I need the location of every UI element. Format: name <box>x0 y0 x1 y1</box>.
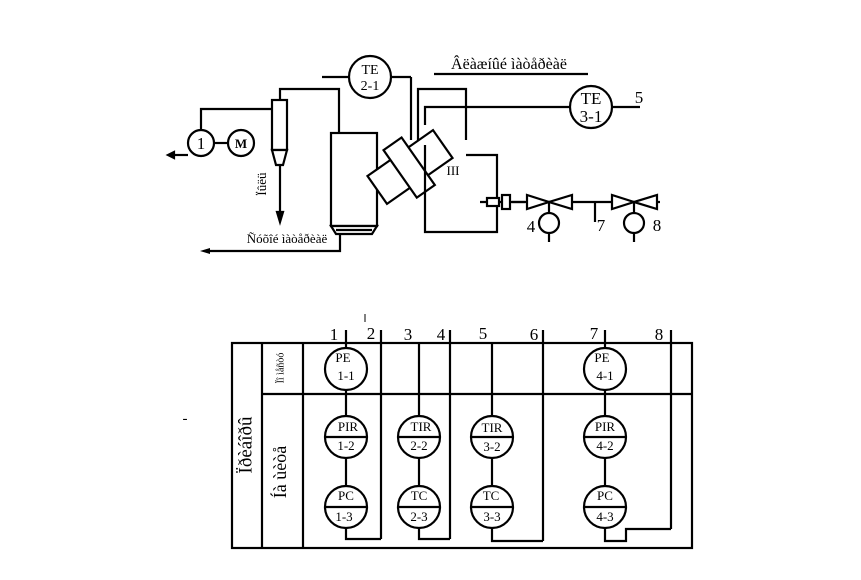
column-number-4: 4 <box>437 325 446 344</box>
te-3-1-tag: 3-1 <box>580 107 603 126</box>
tc-2-3-code: TC <box>411 488 428 503</box>
cyclone <box>270 98 289 226</box>
te-2-1-tag: 2-1 <box>361 79 380 94</box>
tc-3-3-tag: 3-3 <box>483 509 500 524</box>
pe-1-1-tag: 1-1 <box>337 368 354 383</box>
stray-mark: - <box>183 411 188 427</box>
instrument-pe-4-1 <box>582 346 628 392</box>
pe-4-1-tag: 4-1 <box>596 368 613 383</box>
pir-1-2-code: PIR <box>338 419 359 434</box>
control-valve-4 <box>525 193 574 242</box>
instrument-pir-1-2 <box>323 414 369 460</box>
instrument-panel-labels: 1 2 3 4 5 6 7 8 Ïðèáîðû Íà ùèòå Ïî ìåñòó… <box>183 324 664 524</box>
row-title-board: Íà ùèòå <box>269 446 290 498</box>
dryer-column <box>329 131 379 236</box>
pump-label: 1 <box>197 134 206 153</box>
row-title-local: Ïî ìåñòó <box>274 353 286 384</box>
column-number-8: 8 <box>655 325 664 344</box>
tc-3-3-code: TC <box>483 488 500 503</box>
te-3-1-code: TE <box>581 89 602 108</box>
sensor-te-3-1 <box>568 84 614 130</box>
label-7: 7 <box>597 216 606 235</box>
tir-2-2-code: TIR <box>411 419 432 434</box>
row-title-main: Ïðèáîðû <box>235 416 256 473</box>
label-5: 5 <box>635 88 644 107</box>
column-number-6: 6 <box>530 325 539 344</box>
tir-3-2-code: TIR <box>482 420 503 435</box>
instrument-pc-4-3 <box>582 484 628 530</box>
te-2-1-code: TE <box>361 63 378 78</box>
pir-4-2-code: PIR <box>595 419 616 434</box>
tir-2-2-tag: 2-2 <box>410 438 427 453</box>
instrument-pe-1-1 <box>323 346 369 392</box>
column-number-3: 3 <box>404 325 413 344</box>
dust-label: Ïûëü <box>254 172 269 196</box>
motor-label: M <box>235 136 247 151</box>
column-number-7: 7 <box>590 324 599 343</box>
column-number-2: 2 <box>367 324 376 343</box>
instrument-panel <box>230 314 694 550</box>
label-8: 8 <box>653 216 662 235</box>
dry-material-label: Ñóõîé ìàòåðèàë <box>247 231 328 246</box>
instrument-tir-3-2 <box>469 414 515 460</box>
pir-4-2-tag: 4-2 <box>596 438 613 453</box>
tc-2-3-tag: 2-3 <box>410 509 427 524</box>
nozzle-fitting <box>485 193 525 211</box>
tir-3-2-tag: 3-2 <box>483 439 500 454</box>
chamber-label: III <box>447 163 460 178</box>
instrument-tc-3-3 <box>469 484 515 530</box>
instrument-tir-2-2 <box>396 414 442 460</box>
column-lead-lines <box>344 330 673 541</box>
column-number-1: 1 <box>330 325 339 344</box>
pir-1-2-tag: 1-2 <box>337 438 354 453</box>
compressed-air-label: Âëàæíûé ìàòåðèàë <box>451 54 567 73</box>
column-number-5: 5 <box>479 324 488 343</box>
instrument-pir-4-2 <box>582 414 628 460</box>
chamber-iii <box>423 145 499 234</box>
pc-4-3-code: PC <box>597 488 613 503</box>
pe-4-1-code: PE <box>594 350 609 365</box>
pump-1 <box>165 128 216 160</box>
pe-1-1-code: PE <box>335 350 350 365</box>
pc-1-3-tag: 1-3 <box>335 509 352 524</box>
motor <box>226 128 256 158</box>
process-scheme <box>165 54 660 254</box>
process-scheme-labels: TE 2-1 TE 3-1 1 M Âëàæíûé ìàòåðèàë Ïûëü … <box>197 54 662 246</box>
label-4: 4 <box>527 217 536 236</box>
instrument-pc-1-3 <box>323 484 369 530</box>
control-valve-8 <box>610 193 659 242</box>
pc-4-3-tag: 4-3 <box>596 509 613 524</box>
instrument-tc-2-3 <box>396 484 442 530</box>
sensor-te-2-1 <box>347 54 393 100</box>
pc-1-3-code: PC <box>338 488 354 503</box>
